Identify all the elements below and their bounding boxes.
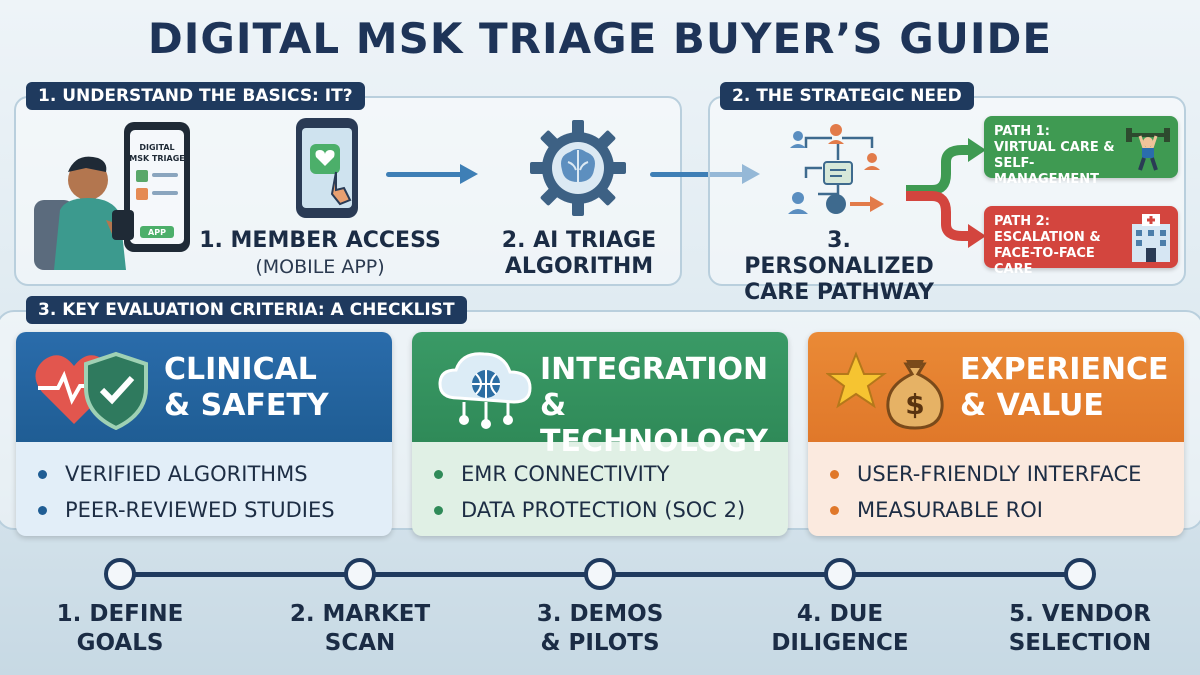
timeline-node-5 [1064,558,1096,590]
list-item: USER-FRIENDLY INTERFACE [830,456,1166,492]
strategic-need-section-label: 2. THE STRATEGIC NEED [720,82,974,110]
star-money-bag-icon: $ [826,351,944,430]
path1-title: PATH 1: [994,124,1050,139]
care-network-icon [788,124,884,214]
dollar-sign-icon: $ [905,388,924,421]
list-item: DATA PROTECTION (SOC 2) [434,492,770,528]
ai-triage-title: 2. AI TRIAGE ALGORITHM [501,228,657,279]
svg-text:MSK TRIAGE: MSK TRIAGE [129,154,185,163]
member-access-title: 1. MEMBER ACCESS [199,228,441,253]
gear-brain-icon [530,120,626,216]
timeline-step-demos-pilots: 3. DEMOS& PILOTS [536,601,664,656]
timeline-node-1 [104,558,136,590]
hospital-icon [1132,214,1170,262]
fitness-icon [1126,128,1170,171]
experience-title-line1: EXPERIENCE [960,352,1169,387]
experience-title-line2: & VALUE [960,388,1104,423]
criteria-section-label: 3. KEY EVALUATION CRITERIA: A CHECKLIST [26,296,467,324]
person-phone-illustration: DIGITAL MSK TRIAGE APP [34,122,190,270]
basics-section-label: 1. UNDERSTAND THE BASICS: IT? [26,82,365,110]
flow-arrow-2 [650,172,746,177]
integration-title-line1: INTEGRATION [540,352,769,387]
integration-technology-card: INTEGRATION & TECHNOLOGY EMR CONNECTIVIT… [412,332,788,536]
list-item: MEASURABLE ROI [830,492,1166,528]
timeline-node-2 [344,558,376,590]
path2-text: ESCALATION & FACE-TO-FACE CARE [994,230,1101,277]
timeline-node-4 [824,558,856,590]
timeline-node-3 [584,558,616,590]
flow-arrow-1 [386,172,464,177]
phone-screen-title: DIGITAL [139,143,174,152]
clinical-safety-card: CLINICAL & SAFETY VERIFIED ALGORITHMS PE… [16,332,392,536]
flow-arrow-1-head [460,164,478,184]
branch-arrows [906,138,986,248]
path1-text: VIRTUAL CARE & SELF-MANAGEMENT [994,140,1115,187]
integration-title-line2: & TECHNOLOGY [540,388,768,459]
list-item: PEER-REVIEWED STUDIES [38,492,374,528]
clinical-title-line2: & SAFETY [164,388,329,423]
experience-value-card: $ EXPERIENCE & VALUE USER-FRIENDLY INTER… [808,332,1184,536]
heart-shield-icon [35,351,148,430]
cloud-network-icon [438,352,532,429]
list-item: VERIFIED ALGORITHMS [38,456,374,492]
mobile-app-icon [296,118,358,218]
member-access-subtitle: (MOBILE APP) [255,256,385,278]
clinical-title-line1: CLINICAL [164,352,317,387]
list-item: EMR CONNECTIVITY [434,456,770,492]
path2-title: PATH 2: [994,214,1050,229]
personalized-pathway-title: 3. PERSONALIZED CARE PATHWAY [744,228,934,305]
phone-app-button: APP [148,228,166,237]
flow-arrow-2-head [742,164,760,184]
page-title: DIGITAL MSK TRIAGE BUYER’S GUIDE [147,14,1053,63]
